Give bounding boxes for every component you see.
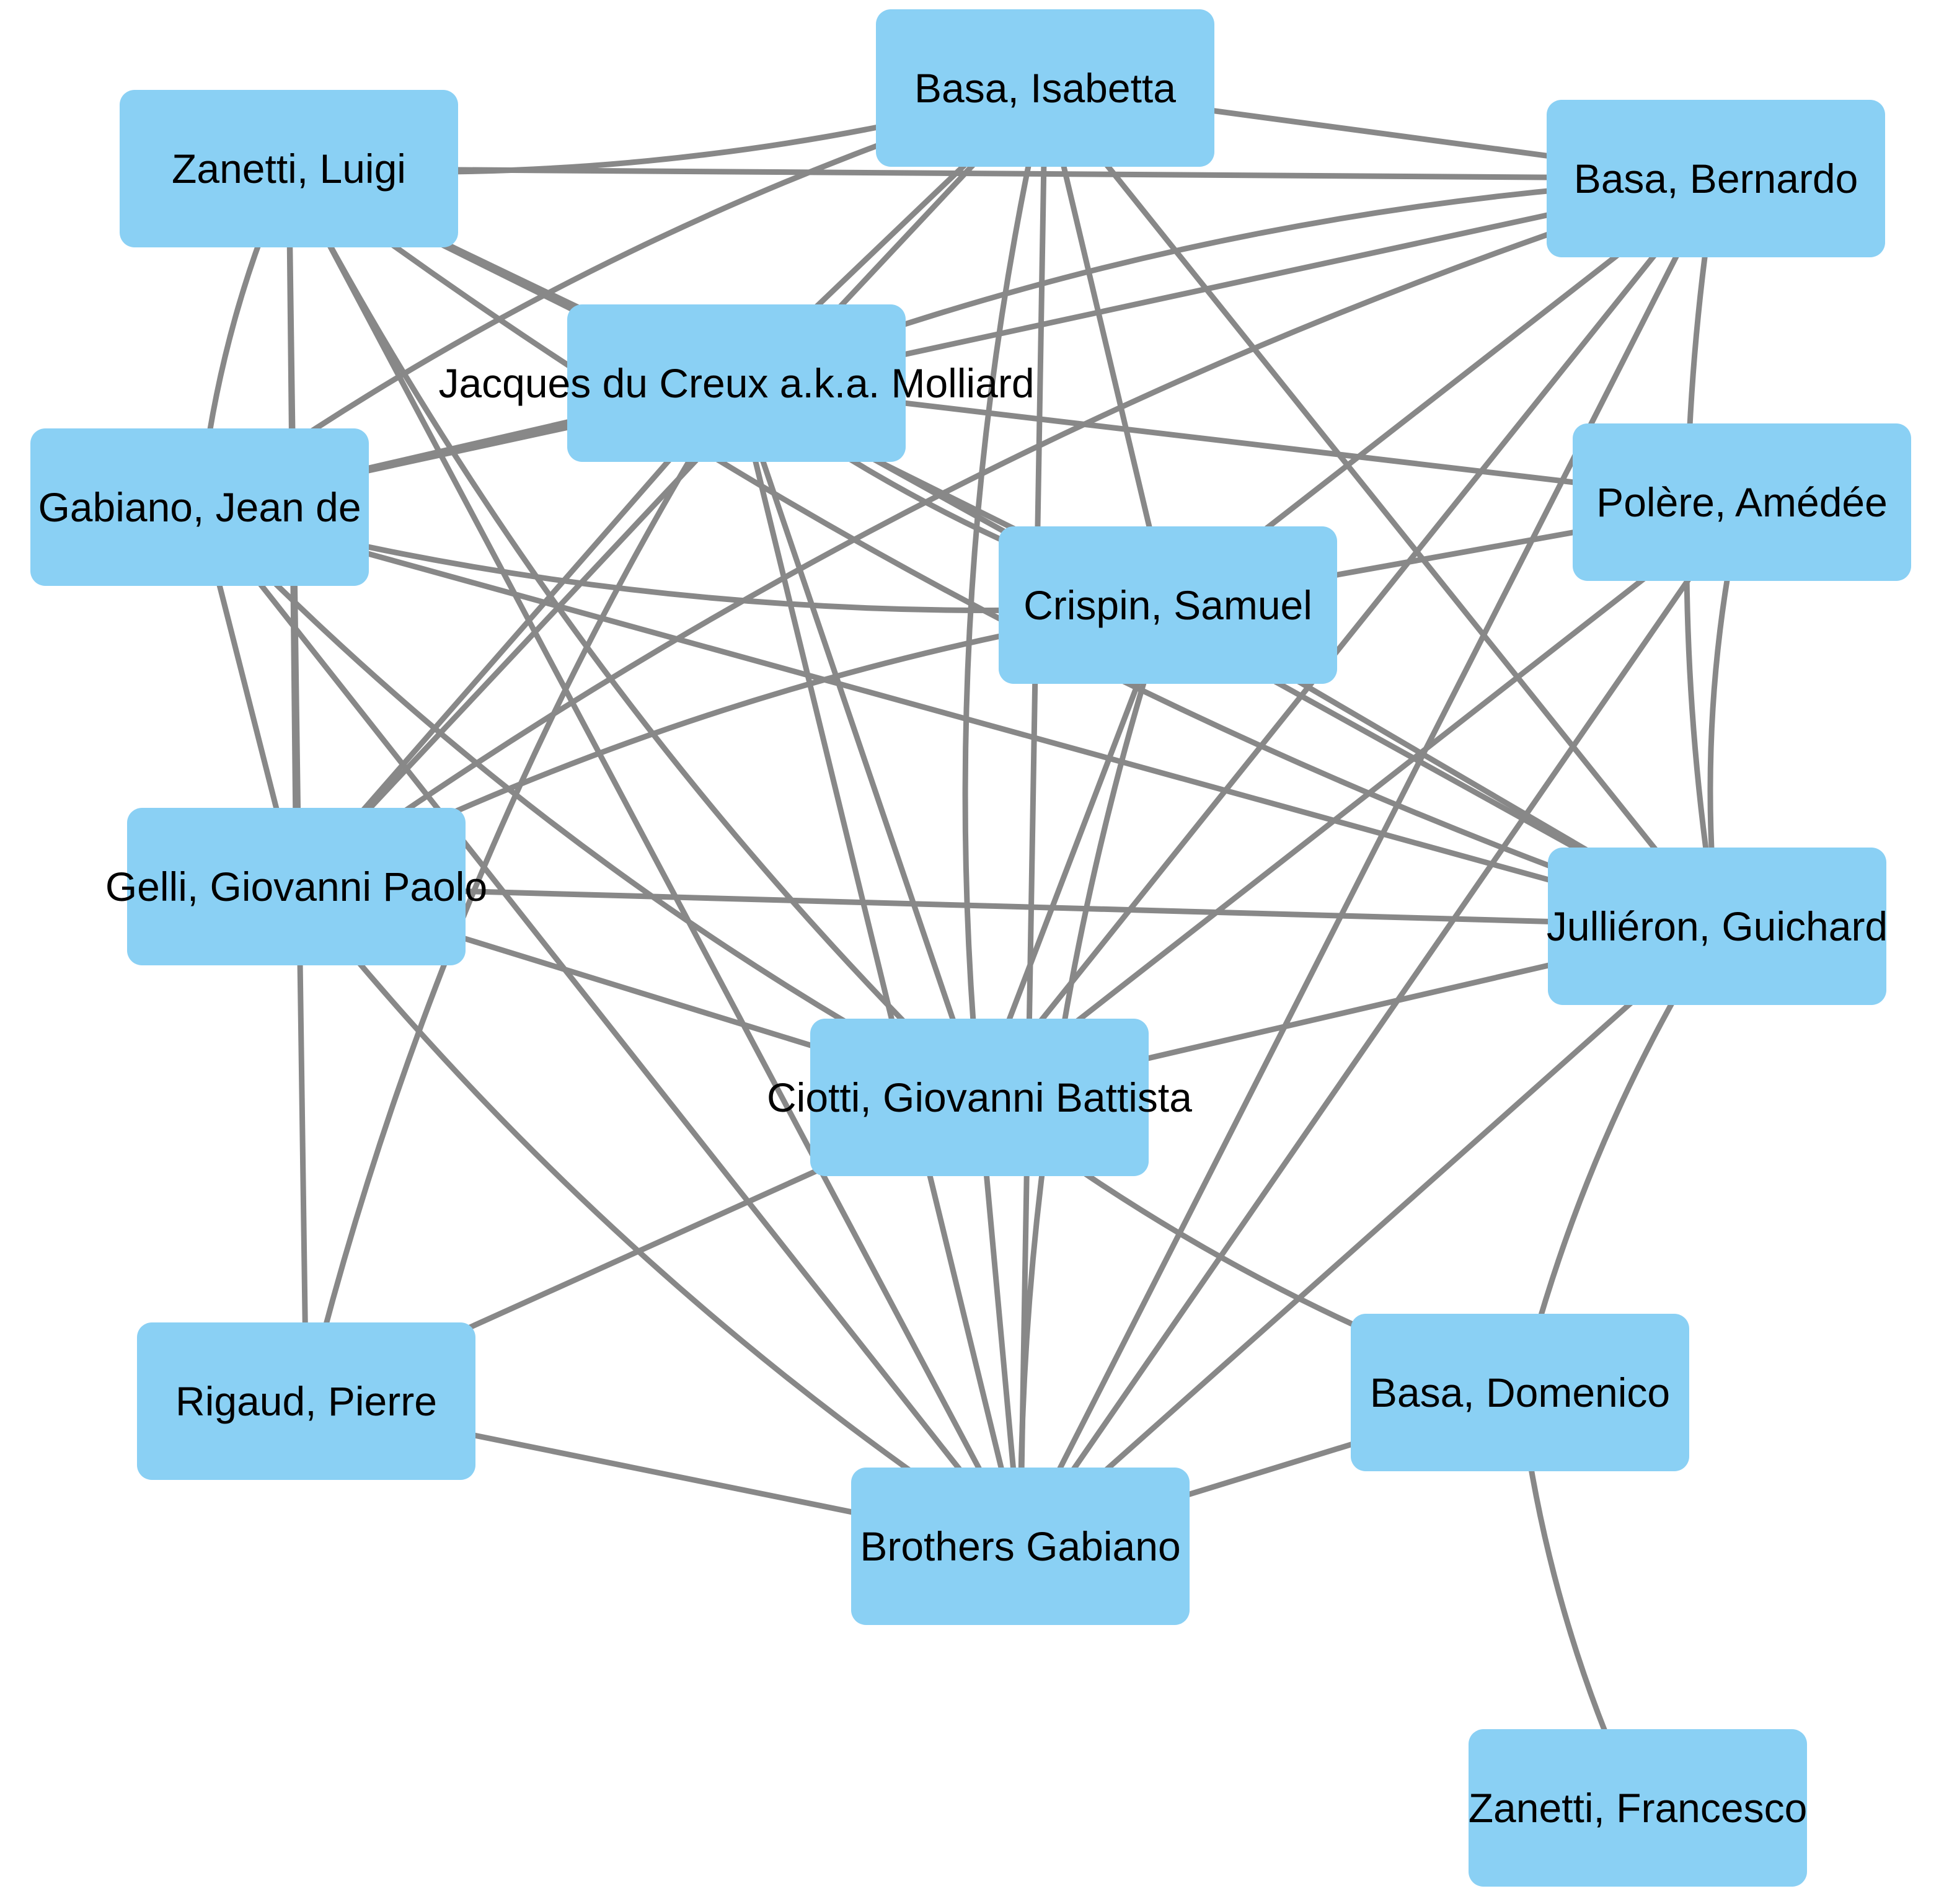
node-box xyxy=(1351,1314,1689,1471)
edge-polere-brothers_gabiano xyxy=(1017,499,1745,1549)
node-gelli[interactable]: Gelli, Giovanni Paolo xyxy=(105,808,487,965)
edge-basa_isabetta-ciotti xyxy=(962,85,1048,1100)
node-zanetti_francesco[interactable]: Zanetti, Francesco xyxy=(1469,1729,1808,1887)
node-box xyxy=(1548,848,1886,1005)
node-box xyxy=(137,1322,475,1480)
edge-basa_bernardo-ciotti xyxy=(976,175,1719,1100)
node-gabiano_jean[interactable]: Gabiano, Jean de xyxy=(30,428,369,586)
node-box xyxy=(810,1019,1149,1176)
node-box xyxy=(876,9,1214,167)
node-label: Crispin, Samuel xyxy=(1023,582,1312,628)
node-basa_domenico[interactable]: Basa, Domenico xyxy=(1351,1314,1689,1471)
node-box xyxy=(1547,100,1885,257)
edge-molliard-ciotti xyxy=(733,380,983,1100)
edge-gabiano_jean-brothers_gabiano xyxy=(197,504,1023,1549)
node-label: Ciotti, Giovanni Battista xyxy=(767,1074,1192,1120)
edge-polere-ciotti xyxy=(976,499,1745,1100)
edge-gabiano_jean-jullieron xyxy=(197,504,1720,929)
node-basa_isabetta[interactable]: Basa, Isabetta xyxy=(876,9,1214,167)
edge-molliard-brothers_gabiano xyxy=(733,380,1023,1549)
node-label: Zanetti, Francesco xyxy=(1469,1785,1808,1831)
edge-basa_isabetta-brothers_gabiano xyxy=(1017,85,1048,1549)
edge-zanetti_luigi-brothers_gabiano xyxy=(286,166,1023,1549)
node-box xyxy=(567,304,906,462)
node-label: Rigaud, Pierre xyxy=(175,1378,437,1424)
node-label: Basa, Bernardo xyxy=(1574,156,1858,201)
edge-basa_bernardo-gelli xyxy=(293,175,1719,890)
node-polere[interactable]: Polère, Amédée xyxy=(1573,423,1911,581)
node-label: Basa, Isabetta xyxy=(914,65,1176,111)
node-label: Polère, Amédée xyxy=(1596,479,1888,525)
node-label: Gabiano, Jean de xyxy=(38,484,361,530)
node-basa_bernardo[interactable]: Basa, Bernardo xyxy=(1547,100,1885,257)
node-label: Zanetti, Luigi xyxy=(172,146,406,192)
node-label: Brothers Gabiano xyxy=(860,1523,1180,1569)
node-label: Basa, Domenico xyxy=(1370,1370,1670,1415)
node-jullieron[interactable]: Julliéron, Guichard xyxy=(1547,848,1888,1005)
node-box xyxy=(999,526,1337,684)
node-box xyxy=(1469,1729,1807,1887)
node-zanetti_luigi[interactable]: Zanetti, Luigi xyxy=(120,90,458,247)
node-ciotti[interactable]: Ciotti, Giovanni Battista xyxy=(767,1019,1192,1176)
edge-zanetti_luigi-rigaud xyxy=(286,166,309,1404)
node-label: Jacques du Creux a.k.a. Molliard xyxy=(438,360,1034,406)
edge-gelli-brothers_gabiano xyxy=(293,883,1023,1549)
edge-basa_bernardo-brothers_gabiano xyxy=(1017,175,1719,1549)
node-box xyxy=(30,428,369,586)
edge-basa_isabetta-jullieron xyxy=(1042,85,1720,929)
node-box xyxy=(851,1468,1190,1625)
node-rigaud[interactable]: Rigaud, Pierre xyxy=(137,1322,475,1480)
node-box xyxy=(127,808,466,965)
edge-basa_bernardo-gabiano_jean xyxy=(197,175,1719,510)
node-box xyxy=(1573,423,1911,581)
edge-zanetti_luigi-ciotti xyxy=(286,166,983,1100)
edge-zanetti_luigi-basa_bernardo xyxy=(286,166,1719,182)
node-crispin[interactable]: Crispin, Samuel xyxy=(999,526,1337,684)
edge-molliard-rigaud xyxy=(303,380,740,1404)
node-label: Gelli, Giovanni Paolo xyxy=(105,864,487,910)
node-molliard[interactable]: Jacques du Creux a.k.a. Molliard xyxy=(438,304,1035,462)
node-label: Julliéron, Guichard xyxy=(1547,903,1888,949)
node-brothers_gabiano[interactable]: Brothers Gabiano xyxy=(851,1468,1190,1625)
edge-jullieron-brothers_gabiano xyxy=(1017,923,1720,1549)
edge-gabiano_jean-ciotti xyxy=(197,504,983,1100)
edge-gelli-jullieron xyxy=(293,883,1720,929)
node-box xyxy=(120,90,458,247)
